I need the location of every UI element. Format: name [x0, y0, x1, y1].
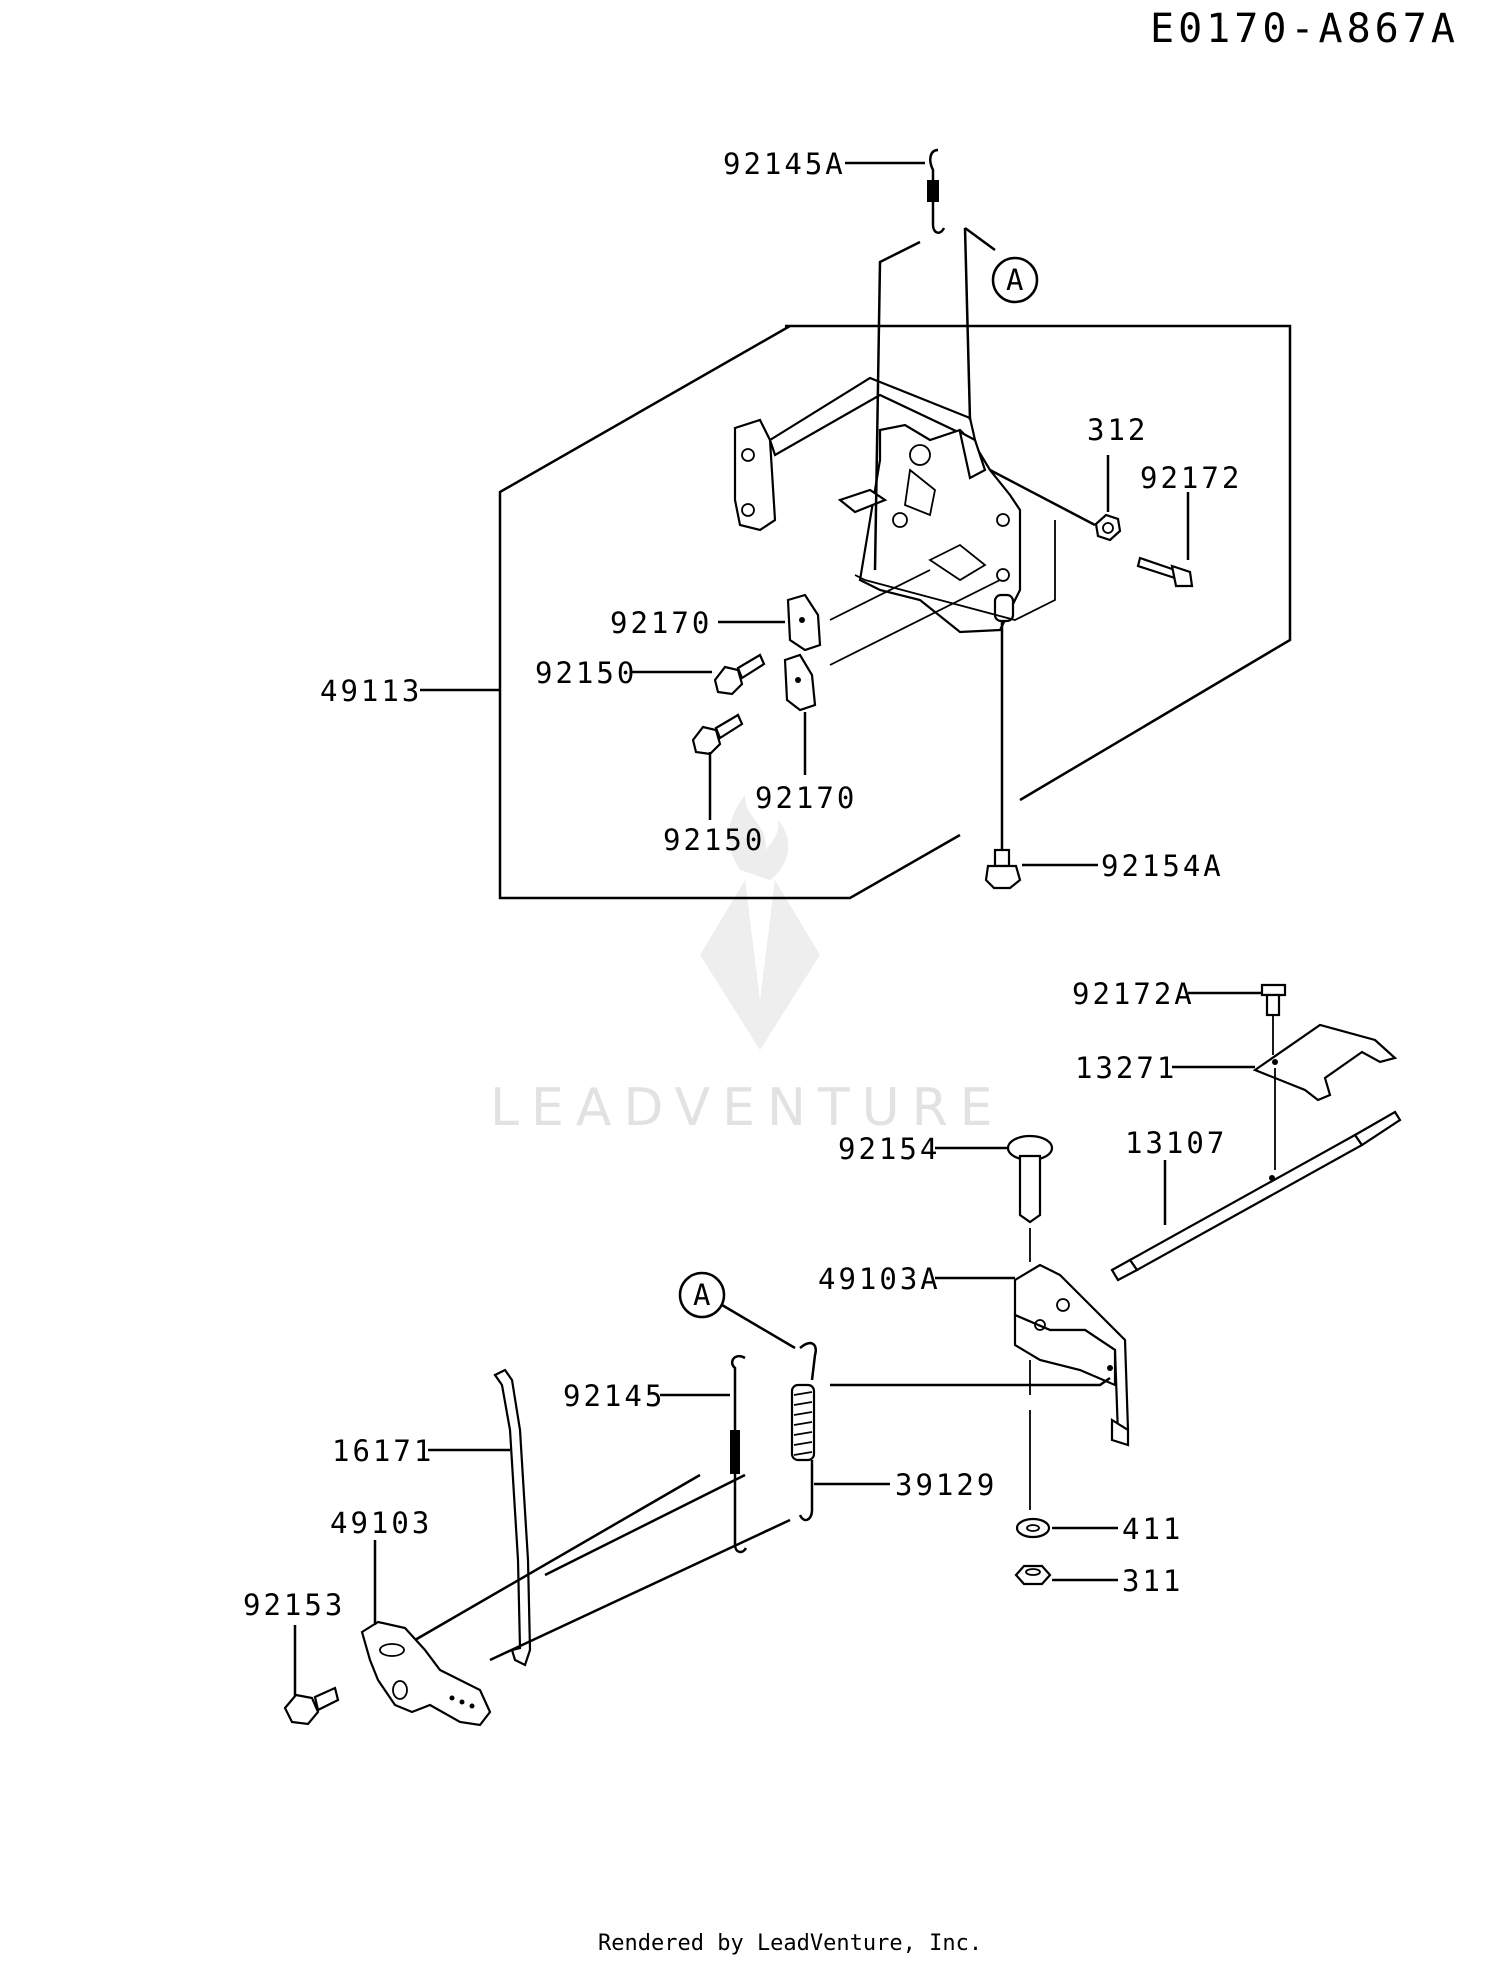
spring-92145A	[927, 148, 946, 234]
bolt-92150-lower	[691, 713, 744, 756]
label-92153: 92153	[243, 1588, 345, 1622]
label-312: 312	[1087, 413, 1148, 447]
label-92170-lower: 92170	[755, 781, 857, 815]
carriage-bolt-92154	[1006, 1134, 1054, 1224]
callout-A-upper-label: A	[1006, 263, 1026, 297]
pivot-axis-upper	[414, 1473, 701, 1642]
shaft-13107	[1110, 1110, 1402, 1282]
bolt-92150-upper	[713, 653, 766, 696]
callout-A-upper-leader	[964, 226, 996, 252]
spring-39129	[790, 1341, 817, 1522]
clip-92170-upper	[786, 593, 822, 652]
bolt-92154A	[984, 848, 1022, 890]
nut-312	[1094, 513, 1122, 542]
callout-A-lower-label: A	[693, 1278, 713, 1312]
label-13271: 13271	[1075, 1051, 1177, 1085]
axis-clip-upper	[829, 569, 931, 621]
bolt-92172	[1136, 556, 1194, 588]
rod-16171	[493, 1368, 532, 1667]
lever-plate-49103	[360, 1620, 492, 1727]
assembly-49113-outline	[498, 324, 1292, 900]
plate-13271	[1252, 1023, 1398, 1102]
nut-311	[1014, 1564, 1052, 1586]
spring-to-bracket-line	[830, 1376, 1111, 1387]
label-92172: 92172	[1140, 461, 1242, 495]
spring-link-left	[873, 240, 921, 571]
callout-A-lower-circle	[678, 1271, 726, 1319]
label-39129: 39129	[895, 1468, 997, 1502]
label-13107: 13107	[1125, 1126, 1227, 1160]
label-92150-lower: 92150	[663, 823, 765, 857]
lever-bracket-49103A	[1013, 1263, 1130, 1447]
label-411: 411	[1122, 1512, 1183, 1546]
label-311: 311	[1122, 1564, 1183, 1598]
axis-clip-lower	[829, 579, 1001, 666]
label-92172A: 92172A	[1072, 977, 1195, 1011]
footer-credit: Rendered by LeadVenture, Inc.	[598, 1931, 982, 1956]
label-92145A: 92145A	[723, 147, 846, 181]
callout-A-lower-leader	[721, 1303, 796, 1350]
washer-411	[1015, 1517, 1051, 1539]
spring-92145	[730, 1354, 748, 1554]
diagram-code: E0170-A867A	[1150, 6, 1459, 52]
label-92154: 92154	[838, 1132, 940, 1166]
label-49103: 49103	[330, 1506, 432, 1540]
label-92150-upper: 92150	[535, 656, 637, 690]
bolt-92153	[283, 1686, 340, 1726]
label-92170-upper: 92170	[610, 606, 712, 640]
screw-92172A	[1260, 983, 1287, 1017]
label-92154A: 92154A	[1101, 849, 1224, 883]
label-16171: 16171	[332, 1434, 434, 1468]
label-92145: 92145	[563, 1379, 665, 1413]
clip-92170-lower	[783, 653, 817, 712]
label-49103A: 49103A	[818, 1262, 941, 1296]
watermark-text: LEADVENTURE	[490, 1078, 1005, 1138]
pivot-axis-mid	[544, 1473, 746, 1577]
control-bracket	[733, 376, 1056, 634]
leadventure-watermark-logo	[700, 795, 820, 1050]
pivot-axis-lower	[489, 1518, 791, 1662]
spring-link-right	[963, 227, 972, 421]
label-49113: 49113	[320, 674, 422, 708]
callout-A-upper-circle	[991, 256, 1039, 304]
axis-312	[989, 468, 1096, 527]
